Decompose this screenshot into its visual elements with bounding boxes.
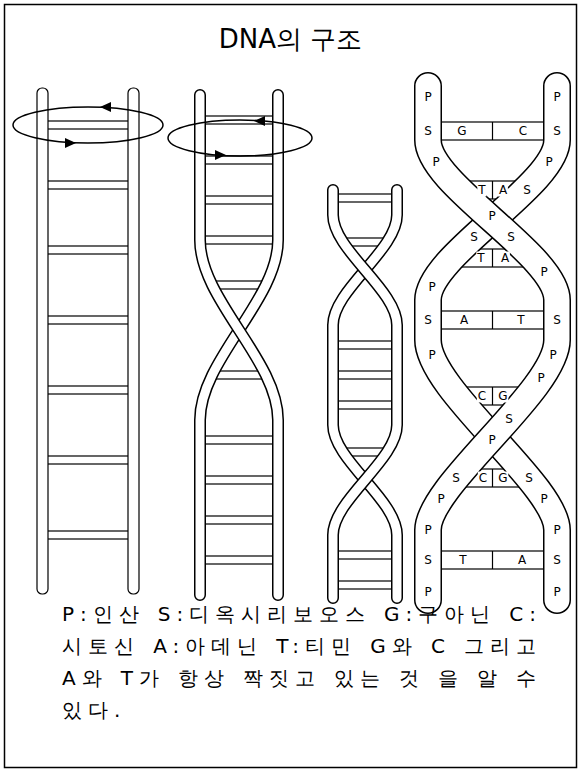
ladder-rail	[333, 190, 397, 598]
molecule-label: P	[536, 372, 545, 385]
ladder-rung	[200, 196, 278, 204]
helix-backbone	[428, 86, 557, 600]
frame-border	[5, 5, 577, 768]
ladder-rung	[43, 246, 133, 254]
molecule-label: P	[423, 91, 432, 104]
molecule-label: P	[552, 91, 561, 104]
ladder-rail	[200, 95, 278, 595]
molecule-label: A	[500, 252, 510, 265]
helix-backbone	[428, 86, 557, 600]
ladder-rung	[333, 341, 397, 349]
molecule-label: S	[552, 554, 562, 567]
ladder-rung	[333, 551, 397, 559]
molecule-label: T	[516, 314, 525, 327]
molecule-label: P	[539, 493, 548, 506]
molecule-label: S	[469, 231, 479, 244]
ladder-rung	[333, 401, 397, 409]
ladder-rung	[333, 371, 397, 379]
ladder-rung	[200, 476, 278, 484]
molecule-label: C	[518, 125, 528, 138]
rotation-arrowhead	[254, 116, 265, 126]
molecule-label: P	[423, 524, 432, 537]
molecule-label: S	[423, 125, 433, 138]
molecule-label: S	[552, 125, 562, 138]
molecule-label: T	[458, 554, 467, 567]
rotation-arrowhead	[100, 102, 111, 112]
base-pair-divider	[492, 387, 493, 405]
ladder-rung	[43, 531, 133, 539]
ladder-rung	[200, 156, 278, 164]
molecule-label: S	[522, 184, 532, 197]
base-pair-rung	[428, 311, 557, 329]
base-pair-divider	[492, 469, 493, 487]
ladder-rail	[37, 88, 48, 594]
rotation-arrowhead	[215, 150, 226, 160]
molecule-label: P	[423, 586, 432, 599]
base-pair-divider	[492, 249, 493, 267]
ladder-rung	[200, 236, 278, 244]
molecule-label: T	[476, 252, 485, 265]
base-pair-rung	[428, 122, 557, 140]
molecule-label: C	[477, 390, 487, 403]
molecule-label: S	[451, 472, 461, 485]
ladder-rung	[43, 181, 133, 189]
molecule-label: P	[436, 493, 445, 506]
molecule-label: T	[477, 184, 486, 197]
molecule-label: S	[506, 231, 516, 244]
molecule-label: G	[456, 125, 467, 138]
molecule-label: S	[423, 314, 433, 327]
ladder-rail	[333, 190, 397, 598]
ladder-rail	[200, 95, 278, 595]
molecule-label: A	[517, 554, 527, 567]
molecule-label: S	[524, 472, 534, 485]
base-pair-divider	[492, 122, 493, 140]
rotation-arrowhead	[65, 138, 76, 148]
molecule-label: G	[497, 472, 508, 485]
ladder-rail	[200, 95, 278, 595]
molecule-label: P	[539, 266, 548, 279]
rotation-ellipse	[13, 107, 163, 143]
molecule-label: P	[552, 524, 561, 537]
helix-backbone	[428, 86, 557, 600]
ladder-rung	[200, 556, 278, 564]
molecule-label: P	[552, 586, 561, 599]
base-pair-divider	[492, 181, 493, 199]
helix-backbone	[428, 86, 557, 600]
ladder-rung	[43, 386, 133, 394]
diagram-caption: P:인산 S:디옥시리보오스 G:구아닌 C:시토신 A:아데닌 T:티민 G와…	[62, 598, 542, 726]
molecule-label: P	[427, 281, 436, 294]
ladder-rung	[43, 121, 133, 129]
ladder-rung	[43, 456, 133, 464]
molecule-label: P	[548, 349, 557, 362]
molecule-label: S	[552, 314, 562, 327]
molecule-label: C	[478, 472, 488, 485]
rotation-ellipse	[168, 120, 312, 156]
ladder-rung	[333, 194, 397, 202]
diagram-title: DNA의 구조	[0, 22, 581, 56]
base-pair-divider	[492, 551, 493, 569]
molecule-label: P	[544, 156, 553, 169]
molecule-label: P	[487, 434, 496, 447]
ladder-rung	[200, 516, 278, 524]
molecule-label: G	[497, 390, 508, 403]
ladder-rung	[333, 581, 397, 589]
molecule-label: P	[487, 210, 496, 223]
base-pair-divider	[492, 311, 493, 329]
molecule-label: P	[427, 349, 436, 362]
ladder-rail	[128, 88, 139, 594]
ladder-rung	[200, 436, 278, 444]
base-pair-rung	[428, 551, 557, 569]
ladder-rail	[200, 95, 278, 595]
molecule-label: P	[431, 156, 440, 169]
molecule-label: S	[504, 413, 514, 426]
molecule-label: S	[423, 554, 433, 567]
ladder-rail	[333, 190, 397, 598]
ladder-rung	[43, 316, 133, 324]
molecule-label: A	[498, 184, 508, 197]
ladder-rail	[333, 190, 397, 598]
molecule-label: A	[459, 314, 469, 327]
